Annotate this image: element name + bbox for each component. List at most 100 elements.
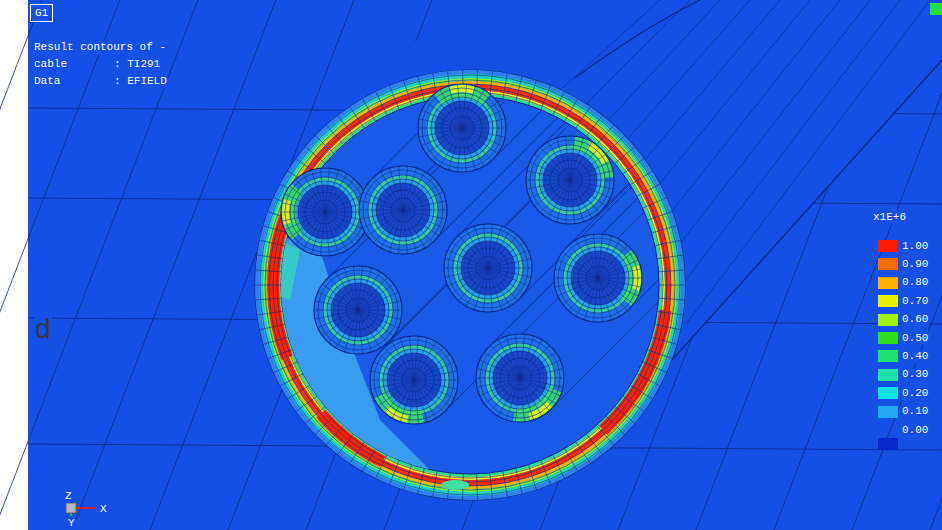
core-mesh-line xyxy=(315,310,358,319)
slide-margin xyxy=(0,0,28,530)
core-mesh-line xyxy=(325,212,354,245)
mesh-line xyxy=(0,0,198,530)
core-mesh-line xyxy=(403,201,446,210)
core-mesh-line xyxy=(403,210,408,254)
core-mesh-line xyxy=(403,210,439,236)
core-mesh-line xyxy=(570,180,610,198)
core-mesh-line xyxy=(289,186,325,212)
core-mesh-line xyxy=(403,210,432,243)
core-mesh-line xyxy=(598,278,634,304)
core-mesh-line xyxy=(403,168,417,210)
core-mesh-line xyxy=(488,230,510,268)
core-mesh-line xyxy=(593,234,598,278)
core-mesh-line xyxy=(462,90,484,128)
core-mesh-line xyxy=(422,110,462,128)
core-mesh-line xyxy=(598,278,638,296)
legend-swatch xyxy=(878,258,898,270)
legend-value: 0.50 xyxy=(901,332,929,345)
legend-value: 1.00 xyxy=(901,240,929,253)
core-mesh-line xyxy=(554,278,598,279)
core-cylinder-edge xyxy=(601,0,827,211)
core-mesh-ring xyxy=(359,166,447,254)
core-field-band xyxy=(554,234,642,322)
core-mesh-line xyxy=(414,347,443,380)
core-mesh-line xyxy=(426,102,462,128)
core-mesh-line xyxy=(462,110,502,128)
core-mesh-line xyxy=(374,177,403,210)
core-hotspot xyxy=(434,84,491,105)
mesh-line xyxy=(0,0,120,530)
core-mesh-ring xyxy=(476,334,564,422)
corner-marker xyxy=(930,3,942,15)
core-mesh-line xyxy=(320,168,325,212)
core-mesh-line xyxy=(457,84,462,128)
result-key: Data xyxy=(33,74,61,88)
core-mesh-line xyxy=(358,277,387,310)
axis-triad xyxy=(66,503,96,516)
core-mesh-line xyxy=(325,179,354,212)
core-mesh-ring xyxy=(554,234,642,322)
core-mesh-line xyxy=(414,380,443,413)
core-mesh-line xyxy=(570,171,613,180)
core-mesh-line xyxy=(378,354,414,380)
core-mesh-line xyxy=(414,371,457,380)
core-field-band xyxy=(476,334,564,422)
core-field-band xyxy=(281,168,369,256)
core-mesh-line xyxy=(325,212,361,238)
core-field-band xyxy=(418,84,506,172)
core-mesh-line xyxy=(444,268,488,269)
core-field-band xyxy=(554,234,642,322)
core-mesh-line xyxy=(281,212,325,213)
core-mesh-line xyxy=(296,212,325,245)
core-mesh-line xyxy=(403,210,447,211)
core-mesh-line xyxy=(520,378,560,396)
core-mesh-line xyxy=(570,180,575,224)
core-mesh-line xyxy=(527,180,570,189)
core-mesh-line xyxy=(414,380,419,424)
core-mesh-line xyxy=(488,268,493,312)
core-mesh-line xyxy=(381,210,403,248)
legend-swatch xyxy=(878,332,898,344)
window-label: G1 xyxy=(35,6,48,20)
result-header: Result contours of - xyxy=(33,40,167,54)
core-mesh-line xyxy=(398,166,403,210)
interior-field xyxy=(250,0,855,490)
field-band xyxy=(266,81,674,489)
core-mesh-line xyxy=(520,378,525,422)
core-mesh-line xyxy=(541,147,570,180)
core-mesh-line xyxy=(452,242,488,268)
core-mesh-line xyxy=(474,268,488,310)
core-mesh-line xyxy=(570,180,606,206)
core-mesh-line xyxy=(325,170,339,212)
core-mesh-line xyxy=(353,266,358,310)
core-mesh-line xyxy=(322,284,358,310)
core-mesh-line xyxy=(344,310,358,352)
graphics-window-tag: G1 xyxy=(30,4,53,22)
core-mesh-line xyxy=(570,180,599,213)
core-mesh-ring xyxy=(281,168,369,256)
core-mesh-line xyxy=(385,347,414,380)
field-band xyxy=(275,90,665,480)
core-mesh-line xyxy=(462,128,506,129)
core-mesh-line xyxy=(484,352,520,378)
core-mesh-line xyxy=(325,174,347,212)
core-cylinder-edge xyxy=(629,83,855,309)
core-mesh-line xyxy=(488,268,528,286)
core-mesh-line xyxy=(419,128,462,137)
conductor-core xyxy=(314,266,402,354)
core-mesh-line xyxy=(360,210,403,219)
core-cylinder-edge xyxy=(567,21,793,247)
core-mesh-ring xyxy=(444,224,532,312)
legend-value: 0.00 xyxy=(901,424,929,437)
core-mesh-line xyxy=(534,154,570,180)
core-mesh-line xyxy=(392,380,414,418)
core-mesh-line xyxy=(448,128,462,170)
tube-mesh-line xyxy=(658,0,870,272)
core-mesh-line xyxy=(598,269,641,278)
core-mesh-ring xyxy=(526,136,614,224)
core-mesh-line xyxy=(466,268,488,306)
legend-value: 0.10 xyxy=(901,405,929,418)
core-mesh-line xyxy=(598,260,638,278)
core-mesh-line xyxy=(541,180,570,213)
